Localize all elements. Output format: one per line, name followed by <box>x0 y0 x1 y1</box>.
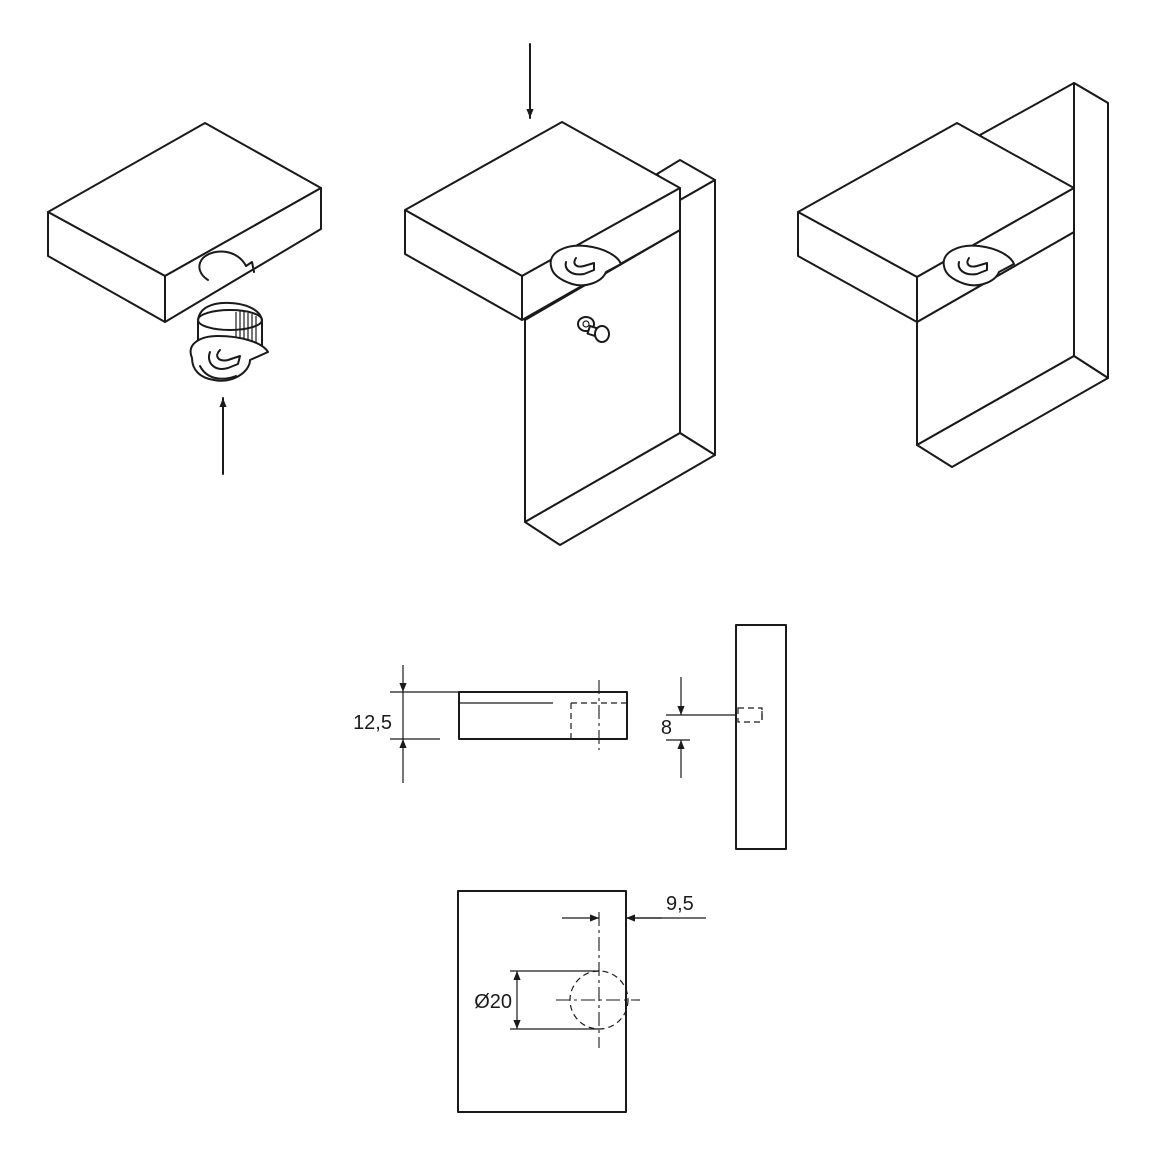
step-3-assembled <box>797 82 1109 468</box>
dowel-pin-icon <box>577 316 610 343</box>
dimension-bore-diameter: Ø20 <box>474 991 512 1013</box>
step-2-top-panel <box>404 121 681 321</box>
step-2-upright-panel <box>524 159 716 546</box>
cam-connector-icon <box>549 244 622 287</box>
dimension-edge-offset: 9,5 <box>666 893 694 915</box>
cam-connector-icon <box>189 301 269 382</box>
cam-connector-icon <box>942 244 1015 287</box>
plan-view-panel: 9,5 Ø20 <box>457 890 706 1113</box>
dimension-dowel-height: 8 <box>661 717 672 739</box>
step-1-panel-with-bore <box>47 122 322 323</box>
side-view-panel: 12,5 <box>353 665 628 783</box>
dimension-panel-thickness: 12,5 <box>353 712 392 734</box>
side-view-upright: 8 <box>661 624 787 850</box>
